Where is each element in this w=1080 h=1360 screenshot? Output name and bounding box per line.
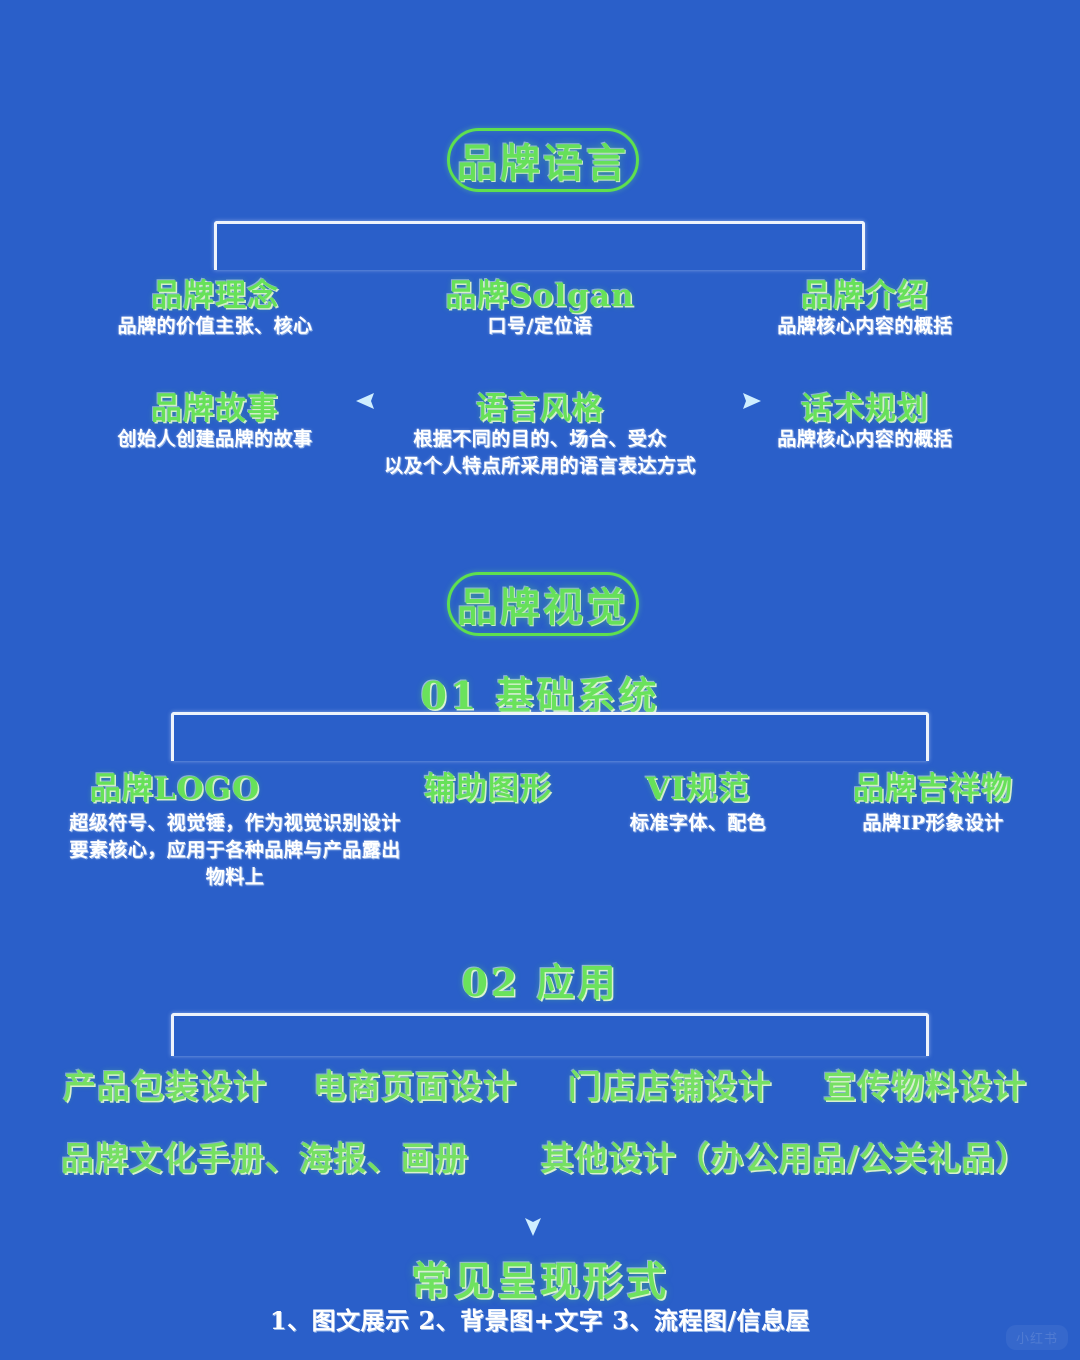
app-item-other-design: 其他设计（办公用品/公关礼品） <box>540 1139 1030 1178</box>
node-title-brand-concept: 品牌理念 <box>151 278 279 314</box>
node-title-script-planning: 话术规划 <box>801 391 929 427</box>
node-title-auxiliary-graphic: 辅助图形 <box>424 771 552 807</box>
node-title-brand-logo: 品牌LOGO <box>89 771 261 807</box>
node-title-vi-standard: VI规范 <box>645 771 751 807</box>
app-item-product-packaging: 产品包装设计 <box>63 1067 267 1106</box>
app-item-ecommerce-page: 电商页面设计 <box>313 1067 517 1106</box>
heading-02-application: 02 应用 <box>461 960 619 1005</box>
bracket-application <box>171 1013 929 1056</box>
bracket-language-row1 <box>214 221 865 270</box>
node-title-brand-mascot: 品牌吉祥物 <box>853 771 1013 807</box>
arrow-right-language-style-to-script <box>655 388 765 418</box>
pill-brand-visual: 品牌视觉 <box>447 572 639 636</box>
pill-brand-language: 品牌语言 <box>447 128 639 192</box>
app-item-culture-manual: 品牌文化手册、海报、画册 <box>61 1139 469 1178</box>
node-title-brand-intro: 品牌介绍 <box>801 278 929 314</box>
pill-brand-language-label: 品牌语言 <box>457 140 629 187</box>
arrow-left-language-style-to-story <box>352 388 462 418</box>
heading-01-basic-system: 01 基础系统 <box>420 673 660 718</box>
node-desc-script-planning: 品牌核心内容的概括 <box>777 428 953 450</box>
node-desc-brand-mascot: 品牌IP形象设计 <box>862 812 1004 834</box>
node-desc-language-style-line1: 根据不同的目的、场合、受众 <box>413 428 667 450</box>
app-item-store-design: 门店店铺设计 <box>568 1067 772 1106</box>
arrow-down-to-result <box>519 1176 547 1238</box>
app-item-promo-material: 宣传物料设计 <box>823 1067 1027 1106</box>
node-title-brand-slogan: 品牌Solgan <box>445 278 635 314</box>
node-desc-vi-standard: 标准字体、配色 <box>629 812 767 834</box>
node-desc-brand-logo-line1: 超级符号、视觉锤，作为视觉识别设计 <box>69 812 401 834</box>
watermark-label: 小红书 <box>1005 1325 1068 1350</box>
node-desc-brand-logo-line2: 要素核心，应用于各种品牌与产品露出 <box>69 839 401 861</box>
node-desc-language-style: 根据不同的目的、场合、受众 以及个人特点所采用的语言表达方式 <box>370 426 710 480</box>
bracket-basic-system <box>171 712 929 761</box>
node-desc-brand-intro: 品牌核心内容的概括 <box>777 315 953 337</box>
node-desc-brand-concept: 品牌的价值主张、核心 <box>117 315 313 337</box>
node-desc-language-style-line2: 以及个人特点所采用的语言表达方式 <box>383 455 696 477</box>
pill-brand-visual-label: 品牌视觉 <box>457 584 629 631</box>
node-title-language-style: 语言风格 <box>476 391 604 427</box>
node-desc-brand-slogan: 口号/定位语 <box>487 315 593 337</box>
node-desc-brand-logo-line3: 物料上 <box>205 866 265 888</box>
result-title: 常见呈现形式 <box>411 1258 669 1305</box>
result-subtitle: 1、图文展示 2、背景图+文字 3、流程图/信息屋 <box>269 1306 811 1335</box>
node-desc-brand-logo: 超级符号、视觉锤，作为视觉识别设计 要素核心，应用于各种品牌与产品露出 物料上 <box>20 810 450 891</box>
node-title-brand-story: 品牌故事 <box>151 391 279 427</box>
node-desc-brand-story: 创始人创建品牌的故事 <box>117 428 313 450</box>
